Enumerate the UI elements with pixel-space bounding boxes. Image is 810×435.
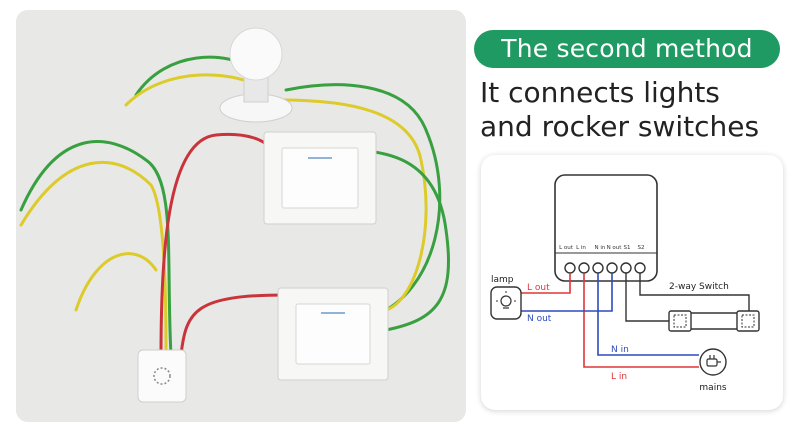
l-in-label: L in: [611, 372, 627, 382]
terminal-s2: [634, 262, 646, 274]
lamp-label: lamp: [491, 275, 514, 285]
method-badge: The second method: [474, 30, 780, 68]
wiring-photo: [16, 10, 466, 422]
wire-l-in: [583, 273, 699, 368]
plug-icon: [699, 348, 727, 376]
wire-n-out: [521, 273, 613, 312]
wire-s1: [625, 273, 669, 322]
wire-n-in: [597, 273, 699, 356]
two-way-switch-label: 2-way Switch: [669, 282, 729, 292]
terminal-n-out: [606, 262, 618, 274]
lamp-icon: [490, 286, 522, 320]
terminal-n-in: [592, 262, 604, 274]
terminal-label-n-in: N in: [595, 245, 606, 251]
n-in-label: N in: [611, 345, 629, 355]
wiring-photo-illustration: [16, 10, 466, 422]
wire-l-out: [521, 273, 571, 294]
l-out-label: L out: [527, 283, 550, 293]
terminal-label-s2: S2: [638, 245, 645, 251]
terminal-label-l-out: L out: [559, 245, 574, 251]
switch-icon: [668, 310, 692, 332]
wiring-diagram: L out L in N in N out S1 S2: [490, 174, 760, 393]
terminal-label-n-out: N out: [607, 245, 623, 251]
rocker-switch-bottom: [277, 287, 389, 381]
module-body: [554, 174, 658, 282]
mains-label: mains: [699, 383, 726, 393]
headline-line-2: and rocker switches: [480, 110, 760, 143]
terminal-label-l-in: L in: [576, 245, 586, 251]
terminal-label-s1: S1: [624, 245, 631, 251]
wiring-diagram-card: L out L in N in N out S1 S2: [481, 155, 783, 410]
rocker-switch-top: [263, 131, 377, 225]
smart-module: [137, 349, 187, 403]
terminal-s1: [620, 262, 632, 274]
terminal-l-in: [578, 262, 590, 274]
n-out-label: N out: [527, 314, 552, 324]
terminal-l-out: [564, 262, 576, 274]
bulb-icon: [219, 27, 293, 123]
headline-line-1: It connects lights: [480, 76, 720, 109]
switch-icon-2: [736, 310, 760, 332]
wire-s2: [639, 273, 750, 313]
